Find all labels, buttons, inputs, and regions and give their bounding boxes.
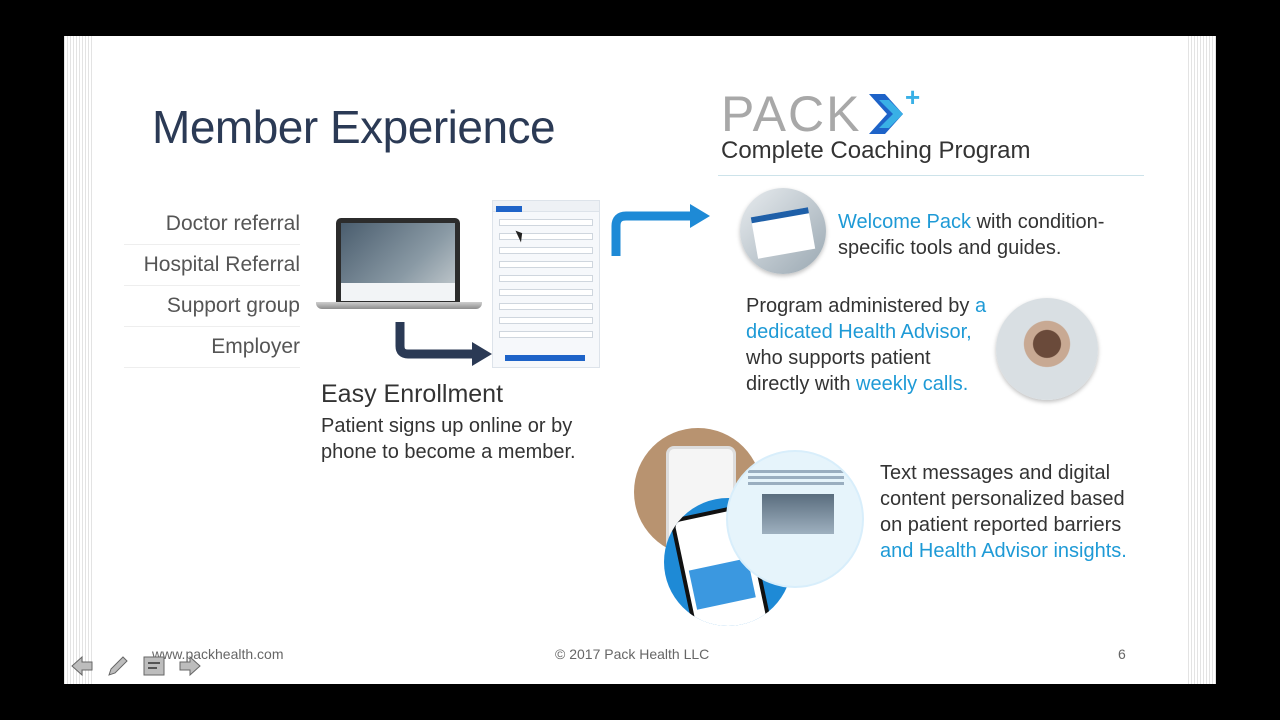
logo-wordmark: PACK xyxy=(721,86,862,142)
page-number: 6 xyxy=(1118,646,1126,662)
pen-icon[interactable] xyxy=(106,654,130,678)
source-support-group: Support group xyxy=(124,286,300,327)
referral-sources-list: Doctor referral Hospital Referral Suppor… xyxy=(124,204,300,368)
logo-plus: + xyxy=(905,82,921,112)
program-subtitle: Complete Coaching Program xyxy=(721,137,1031,164)
footer-url: www.packhealth.com xyxy=(152,646,284,662)
footer-copyright: © 2017 Pack Health LLC xyxy=(555,646,710,662)
laptop-image xyxy=(316,218,482,310)
digital-content-image xyxy=(726,450,864,588)
divider xyxy=(718,175,1144,176)
left-border-pattern xyxy=(64,36,92,684)
enrollment-description: Patient signs up online or by phone to b… xyxy=(321,415,576,463)
text-messages-text: Text messages and digital content person… xyxy=(880,462,1127,562)
arrow-left-icon[interactable] xyxy=(70,654,94,678)
right-border-pattern xyxy=(1188,36,1216,684)
welcome-pack-highlight: Welcome Pack xyxy=(838,211,972,233)
enrollment-arrow-icon xyxy=(395,322,492,366)
welcome-pack-image xyxy=(740,188,826,274)
enrollment-title: Easy Enrollment xyxy=(321,380,504,408)
presentation-toolbar xyxy=(70,654,204,678)
source-employer: Employer xyxy=(124,327,300,368)
health-advisor-text: Program administered by a dedicated Heal… xyxy=(746,295,987,395)
notes-icon[interactable] xyxy=(142,654,166,678)
source-doctor-referral: Doctor referral xyxy=(124,204,300,245)
chevron-right-icon xyxy=(869,94,903,134)
enrollment-form-image xyxy=(492,200,600,368)
slide-title: Member Experience xyxy=(152,101,556,153)
health-advisor-photo xyxy=(996,298,1098,400)
slide: Member Experience Doctor referral Hospit… xyxy=(64,36,1216,684)
pack-logo: PACK + xyxy=(721,82,941,142)
welcome-pack-text: Welcome Pack with condition-specific too… xyxy=(838,211,1105,259)
program-arrow-icon xyxy=(611,204,710,256)
source-hospital-referral: Hospital Referral xyxy=(124,245,300,286)
arrow-right-icon[interactable] xyxy=(178,654,202,678)
